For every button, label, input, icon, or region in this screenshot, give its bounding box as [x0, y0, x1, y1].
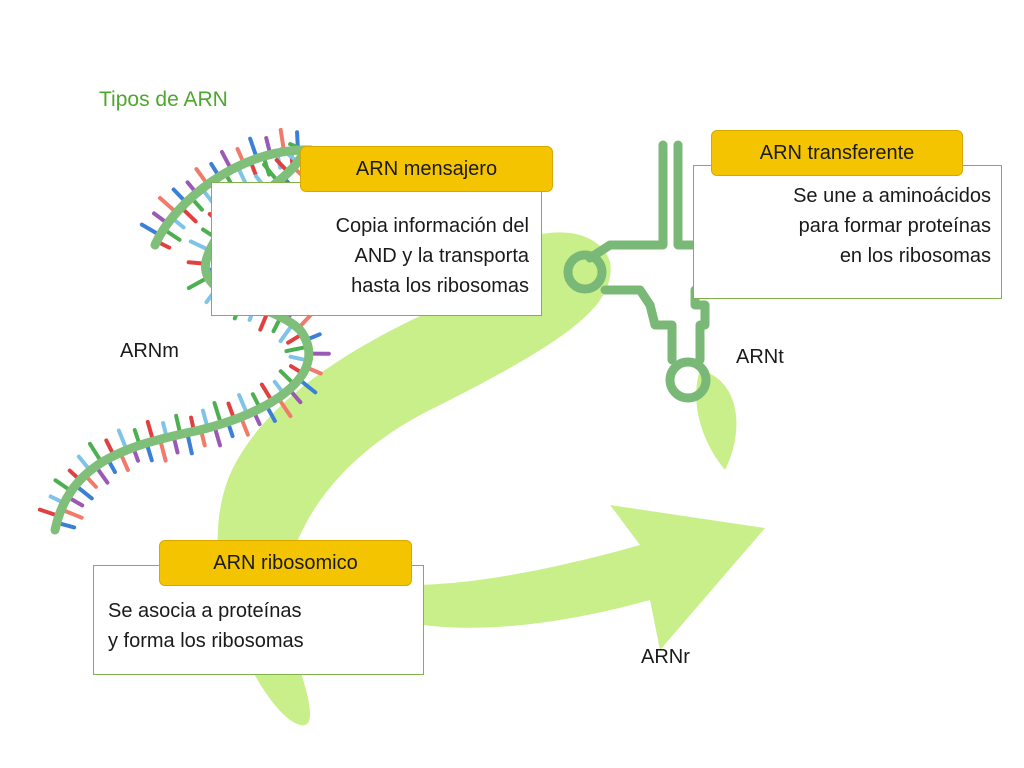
mrna-label: ARNm	[120, 340, 179, 362]
page-title: Tipos de ARN	[99, 88, 228, 111]
rrna-tag: ARN ribosomico	[159, 540, 412, 586]
mrna-description: Copia información del AND y la transport…	[335, 215, 529, 297]
rrna-label: ARNr	[641, 646, 690, 668]
trna-label: ARNt	[736, 346, 784, 368]
trna-tag: ARN transferente	[711, 130, 963, 176]
rrna-description: Se asocia a proteínas y forma los riboso…	[108, 600, 304, 652]
mrna-description-box: Copia información del AND y la transport…	[211, 182, 542, 316]
trna-description-box: Se une a aminoácidos para formar proteín…	[693, 165, 1002, 299]
mrna-tag: ARN mensajero	[300, 146, 553, 192]
trna-description: Se une a aminoácidos para formar proteín…	[793, 185, 991, 267]
rrna-description-box: Se asocia a proteínas y forma los riboso…	[93, 565, 424, 675]
